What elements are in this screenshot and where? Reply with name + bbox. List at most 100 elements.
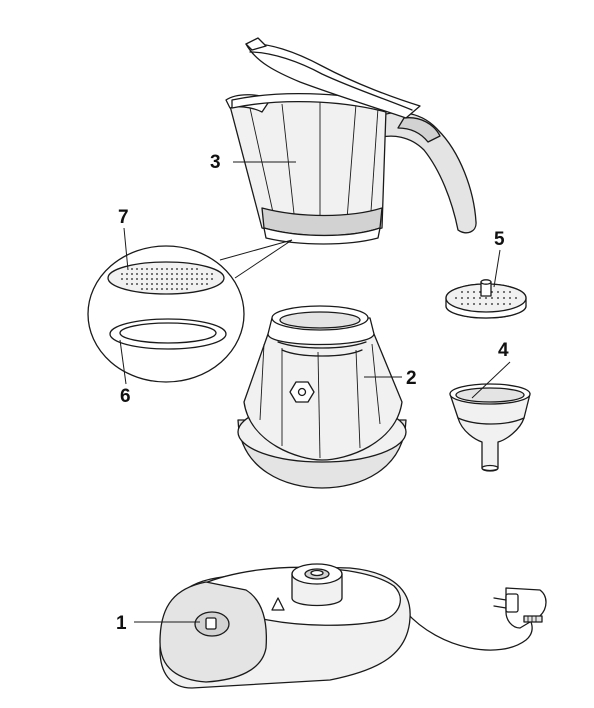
perforation-hole xyxy=(121,273,123,275)
perforation-hole xyxy=(131,273,133,275)
perforation-hole xyxy=(211,273,213,275)
perforation-hole xyxy=(156,268,158,270)
callout-2: 2 xyxy=(406,368,417,389)
perforation-hole xyxy=(146,273,148,275)
perforation-hole xyxy=(151,278,153,280)
perforation-hole xyxy=(141,288,143,290)
perforation-hole xyxy=(473,291,475,293)
perforation-hole xyxy=(141,278,143,280)
perforation-hole xyxy=(491,303,493,305)
perforation-hole xyxy=(503,297,505,299)
perforation-hole xyxy=(455,297,457,299)
perforation-hole xyxy=(141,268,143,270)
callout-6: 6 xyxy=(120,386,131,407)
perforation-hole xyxy=(176,273,178,275)
callout-4: 4 xyxy=(498,340,509,361)
perforation-hole xyxy=(497,303,499,305)
perforation-hole xyxy=(196,283,198,285)
part-3-upper-pot xyxy=(225,37,477,245)
perforation-hole xyxy=(181,268,183,270)
filter-plate-holes xyxy=(121,268,213,290)
perforation-hole xyxy=(509,303,511,305)
perforation-hole xyxy=(156,278,158,280)
perforation-hole xyxy=(161,273,163,275)
perforation-hole xyxy=(467,303,469,305)
perforation-hole xyxy=(176,283,178,285)
part-7-filter-plate xyxy=(107,261,225,295)
perforation-hole xyxy=(191,268,193,270)
perforation-hole xyxy=(191,273,193,275)
perforation-hole xyxy=(136,268,138,270)
alignment-mark xyxy=(271,597,285,611)
magnifier-leader-lower xyxy=(234,239,293,279)
perforation-hole xyxy=(156,273,158,275)
perforation-hole xyxy=(479,303,481,305)
perforation-hole xyxy=(181,288,183,290)
perforation-hole xyxy=(206,278,208,280)
perforation-hole xyxy=(186,288,188,290)
perforation-hole xyxy=(186,268,188,270)
pot-lid xyxy=(245,43,421,119)
perforation-hole xyxy=(186,278,188,280)
perforation-hole xyxy=(166,268,168,270)
perforation-hole xyxy=(191,278,193,280)
perforation-hole xyxy=(141,283,143,285)
perforation-hole xyxy=(146,283,148,285)
magnifier-leader-upper xyxy=(219,239,293,261)
perforation-hole xyxy=(171,268,173,270)
perforation-hole xyxy=(146,288,148,290)
perforation-hole xyxy=(126,278,128,280)
callout-3: 3 xyxy=(210,152,221,173)
part-1-electric-base xyxy=(159,563,547,689)
perforation-hole xyxy=(181,278,183,280)
perforation-hole xyxy=(151,268,153,270)
perforation-hole xyxy=(509,291,511,293)
perforation-hole xyxy=(161,278,163,280)
perforation-hole xyxy=(121,278,123,280)
perforation-hole xyxy=(136,283,138,285)
perforation-hole xyxy=(467,297,469,299)
perforation-hole xyxy=(166,273,168,275)
perforation-hole xyxy=(485,303,487,305)
perforation-hole xyxy=(515,297,517,299)
perforation-hole xyxy=(166,288,168,290)
perforation-hole xyxy=(141,273,143,275)
perforation-hole xyxy=(201,273,203,275)
perforation-hole xyxy=(497,297,499,299)
power-plug xyxy=(493,587,547,629)
leader-7 xyxy=(123,227,129,271)
perforation-hole xyxy=(186,273,188,275)
part-5-filter-disc xyxy=(445,279,527,319)
perforation-hole xyxy=(151,273,153,275)
perforation-hole xyxy=(146,268,148,270)
perforation-hole xyxy=(206,283,208,285)
perforation-hole xyxy=(461,291,463,293)
perforation-hole xyxy=(151,288,153,290)
perforation-hole xyxy=(161,268,163,270)
perforation-hole xyxy=(485,297,487,299)
perforation-hole xyxy=(146,278,148,280)
perforation-hole xyxy=(176,278,178,280)
perforation-hole xyxy=(176,288,178,290)
part-2-boiler xyxy=(237,305,407,489)
perforation-hole xyxy=(201,278,203,280)
perforation-hole xyxy=(497,291,499,293)
perforation-hole xyxy=(131,278,133,280)
perforation-hole xyxy=(171,278,173,280)
perforation-hole xyxy=(126,283,128,285)
callout-7: 7 xyxy=(118,207,129,228)
perforation-hole xyxy=(473,297,475,299)
perforation-hole xyxy=(171,283,173,285)
perforation-hole xyxy=(136,273,138,275)
callout-5: 5 xyxy=(494,229,505,250)
perforation-hole xyxy=(473,303,475,305)
perforation-hole xyxy=(196,268,198,270)
perforation-hole xyxy=(136,278,138,280)
part-6-gasket xyxy=(109,318,227,350)
leader-6 xyxy=(119,339,127,385)
perforation-hole xyxy=(467,291,469,293)
perforation-hole xyxy=(191,283,193,285)
perforation-hole xyxy=(491,297,493,299)
perforation-hole xyxy=(206,273,208,275)
